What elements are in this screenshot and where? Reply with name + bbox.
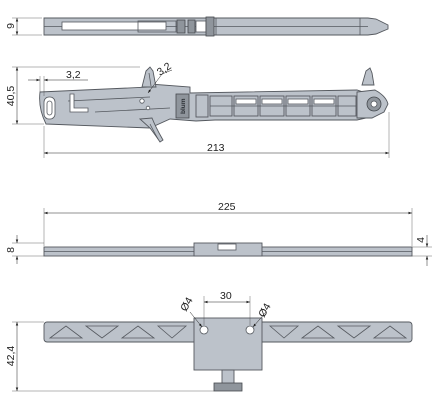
dim-side-offset: 3,2 [66, 69, 81, 81]
dim-plan-hole-right: Ø4 [256, 301, 273, 319]
dim-bottom-height: 8 [5, 247, 17, 253]
dim-side-length: 213 [207, 142, 225, 154]
front-view: 225 8 4 [5, 201, 432, 266]
dim-bottom-right: 4 [415, 237, 427, 243]
dim-top-height: 9 [5, 23, 17, 29]
rib-pattern [48, 325, 408, 339]
side-view: blum 40,5 3,2 [5, 60, 390, 158]
top-view: 9 [5, 16, 389, 37]
dim-plan-hole-left: Ø4 [178, 295, 195, 313]
chain-segments [195, 94, 357, 118]
dim-side-height: 40,5 [5, 86, 17, 107]
brand-logo: blum [180, 98, 187, 114]
plan-view: 30 Ø4 Ø4 42,4 [5, 290, 413, 392]
dim-side-angle: 3,2 [155, 60, 174, 78]
dim-bottom-length: 225 [218, 201, 236, 213]
dim-plan-height: 42,4 [5, 346, 17, 367]
dim-plan-spacing: 30 [220, 290, 232, 302]
